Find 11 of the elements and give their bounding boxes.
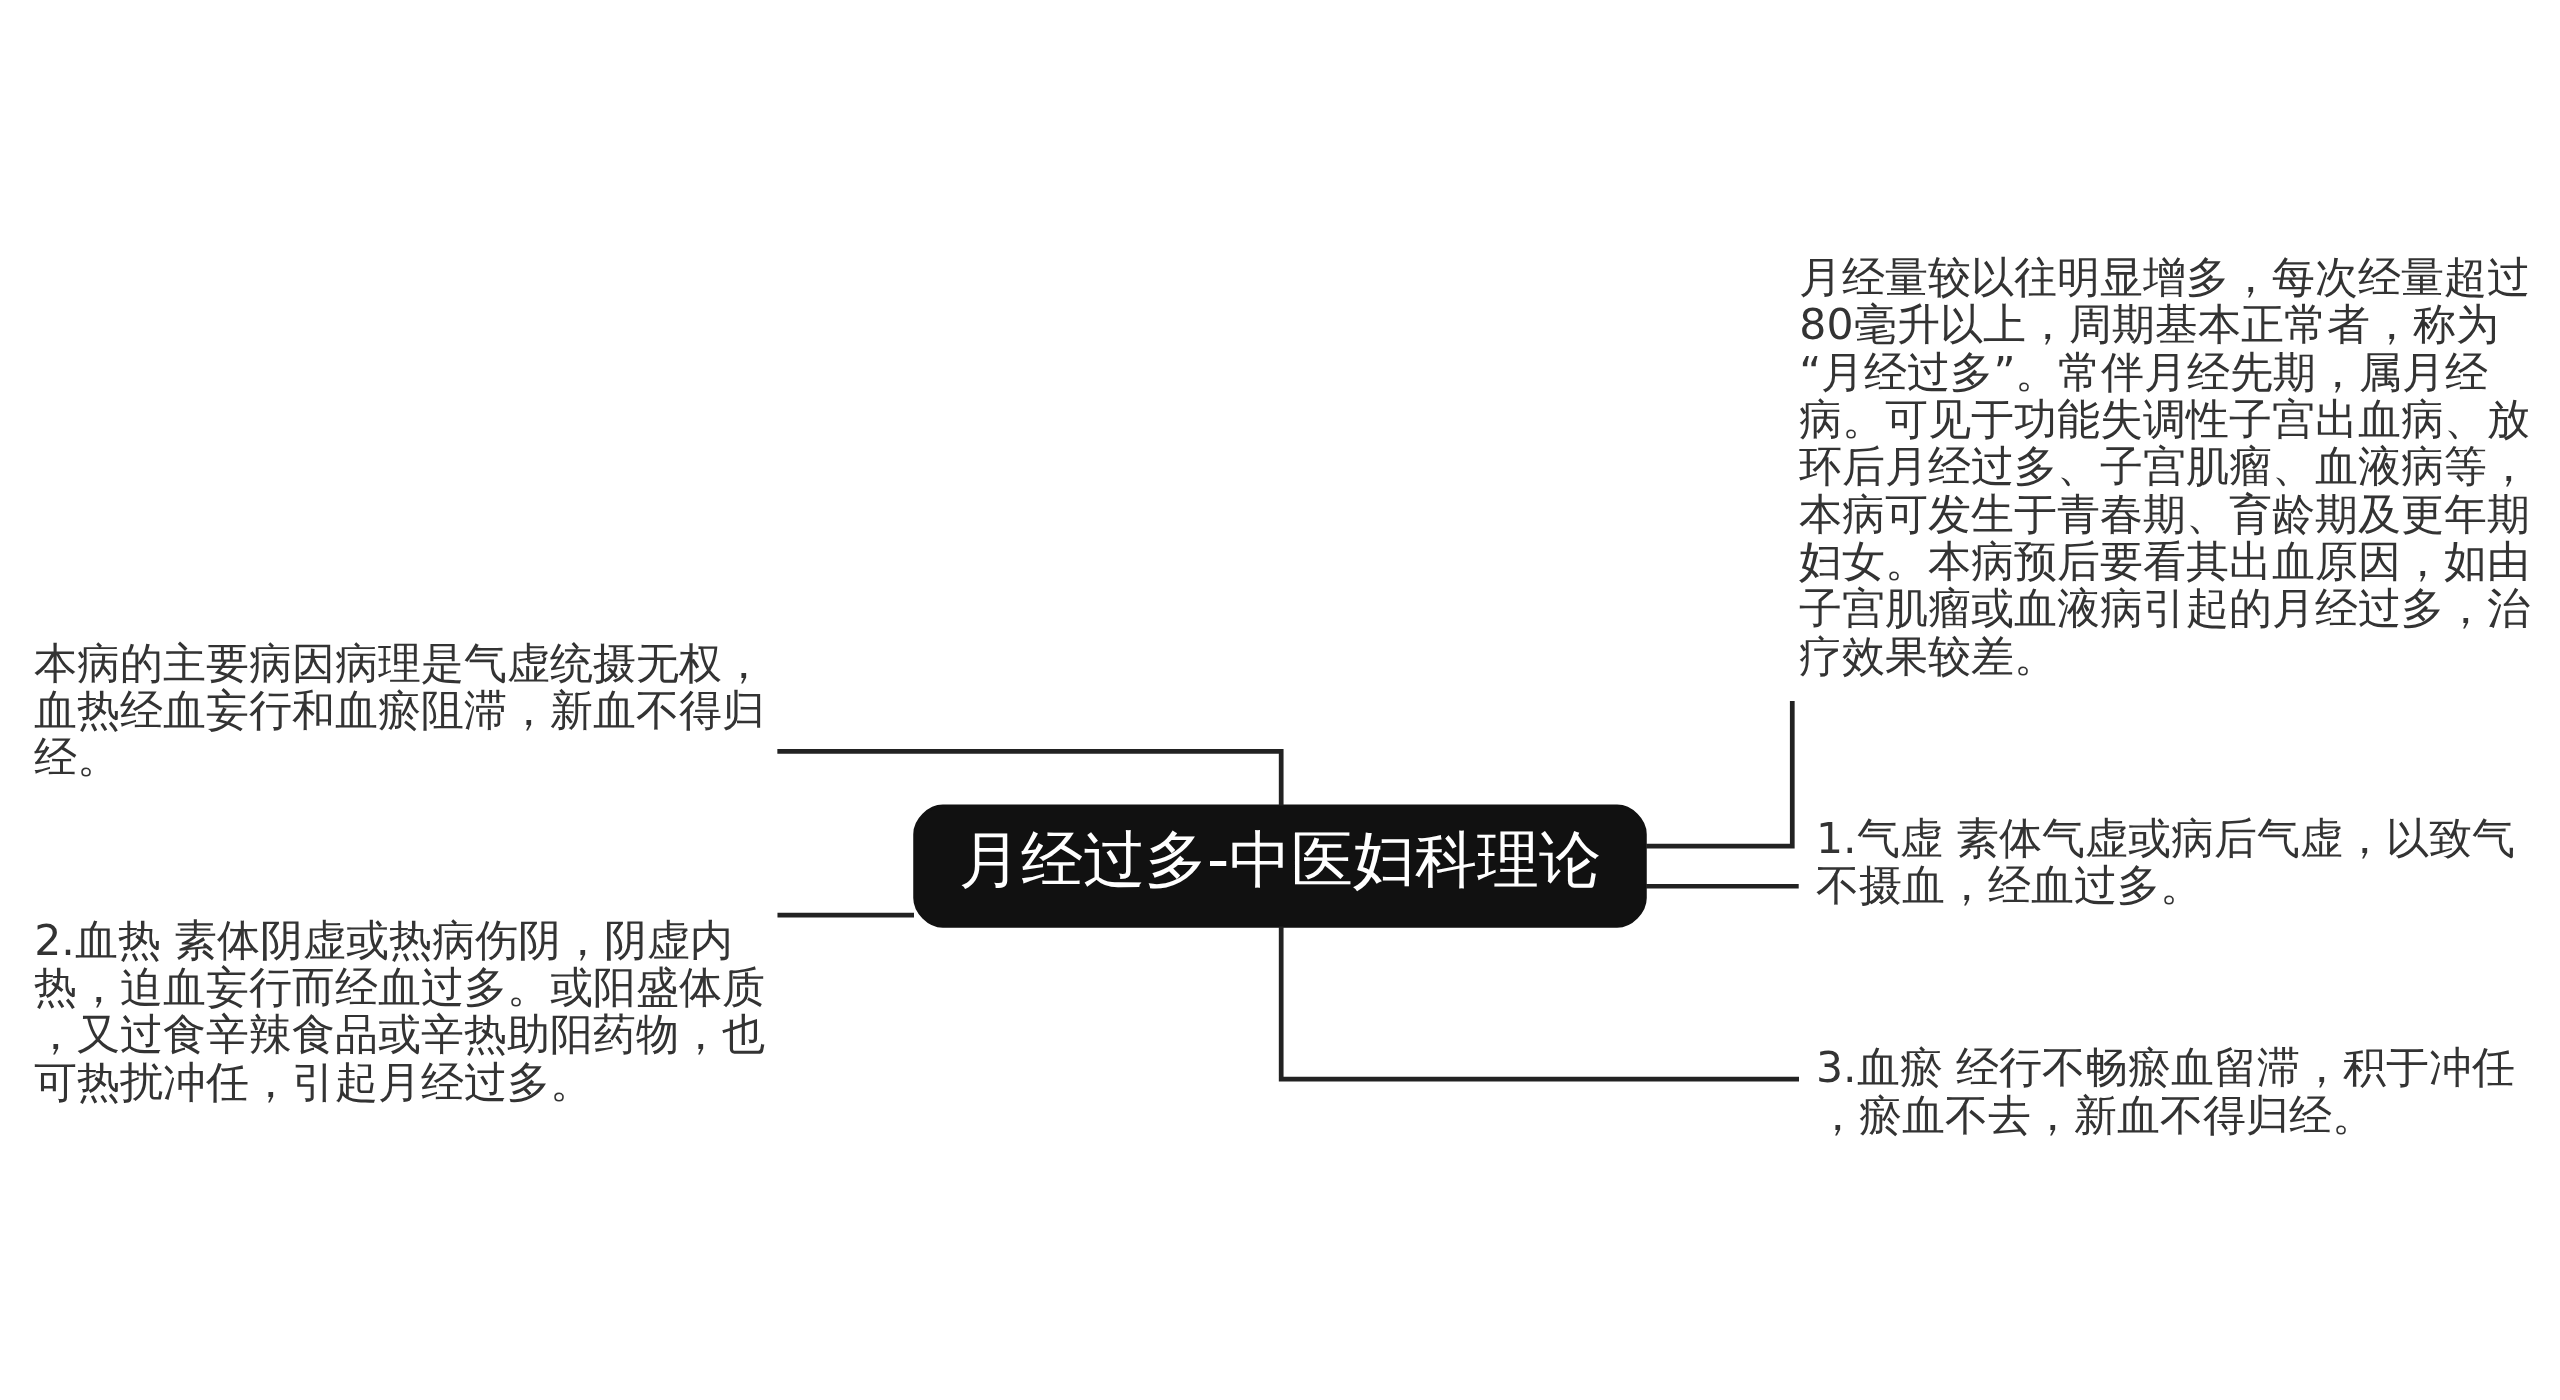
- node-text: 2.血热 素体阴虚或热病伤阴，阴虚内热，迫血妄行而经血过多。或阳盛体质，又过食辛辣食品或辛热助阳药物，也可热扰冲任，引起月经过多。: [34, 914, 766, 1107]
- node-text: 本病的主要病因病理是气虚统摄无权，血热经血妄行和血瘀阻滞，新血不得归经。: [34, 637, 766, 782]
- node-box: 月经过多-中医妇科理论: [913, 804, 1647, 928]
- node-text: 月经量较以往明显增多，每次经量超过80毫升以上，周期基本正常者，称为“月经过多”。常伴月经先期，属月经病。可见于功能失调性子宫出血病、放环后月经过多、子宫肌瘤、血液病等，本病可发生于青春期、育龄期及更年期妇女。本病预后要看其出血原因，如由子宫肌瘤或血液病引起的月经过多，治疗效果较差。: [1799, 251, 2531, 681]
- node-text: 1.气虚 素体气虚或病后气虚，以致气不摄血，经血过多。: [1815, 812, 2516, 910]
- connector: [777, 748, 1284, 805]
- connector: [1278, 926, 1799, 1081]
- connector: [1646, 700, 1795, 848]
- connector: [777, 912, 914, 918]
- connector: [1646, 883, 1799, 889]
- node-text: 3.血瘀 经行不畅瘀血留滞，积于冲任，瘀血不去，新血不得归经。: [1815, 1041, 2516, 1140]
